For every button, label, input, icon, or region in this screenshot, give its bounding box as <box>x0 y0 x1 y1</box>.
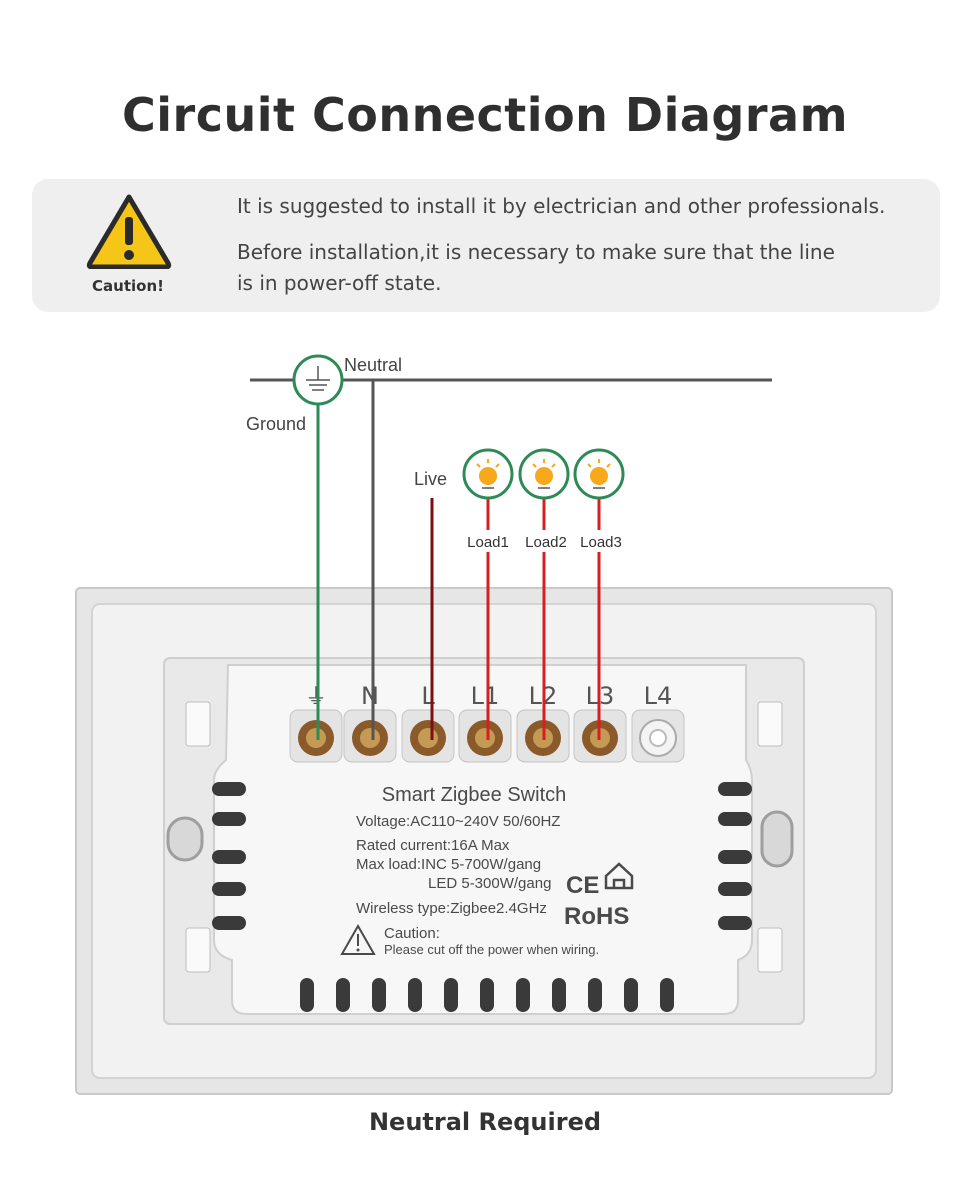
caution-text-1: It is suggested to install it by electri… <box>237 194 886 218</box>
caution-box: Caution! It is suggested to install it b… <box>32 179 940 312</box>
plate-caution-title: Caution: <box>384 925 440 942</box>
terminal-label-n: N <box>361 682 379 710</box>
plate-rohs: RoHS <box>564 903 629 930</box>
wiring-diagram: Neutral Ground Live <box>75 354 893 1095</box>
bulb-icon <box>462 448 514 500</box>
label-plate: Smart Zigbee Switch Voltage:AC110~240V 5… <box>340 784 634 957</box>
load1-label: Load1 <box>467 534 509 551</box>
caution-label: Caution! <box>92 277 164 295</box>
plate-caution-text: Please cut off the power when wiring. <box>384 942 599 957</box>
house-icon <box>604 862 634 890</box>
footer-label: Neutral Required <box>368 1108 602 1136</box>
live-label: Live <box>414 469 447 489</box>
plate-voltage: Voltage:AC110~240V 50/60HZ <box>356 813 560 830</box>
load2-label: Load2 <box>525 534 567 551</box>
plate-title: Smart Zigbee Switch <box>382 784 567 806</box>
bulb-icon <box>573 448 625 500</box>
plate-max-load: Max load:INC 5-700W/gang <box>356 856 541 873</box>
plate-current: Rated current:16A Max <box>356 837 510 854</box>
plate-wireless: Wireless type:Zigbee2.4GHz <box>356 900 547 917</box>
ground-symbol-icon <box>292 354 344 406</box>
terminal-screws <box>289 709 685 763</box>
warning-icon <box>340 923 376 955</box>
terminal-label-l1: L1 <box>471 682 500 710</box>
ground-label: Ground <box>246 414 306 434</box>
terminal-label-l4: L4 <box>644 682 673 710</box>
load3-label: Load3 <box>580 534 622 551</box>
plate-led: LED 5-300W/gang <box>428 875 551 892</box>
terminal-label-ground: ⏚ <box>305 685 327 710</box>
ce-mark-icon: CE <box>566 872 599 899</box>
warning-icon <box>86 194 172 269</box>
bulb-icon <box>518 448 570 500</box>
neutral-label: Neutral <box>344 355 402 375</box>
caution-text-2: Before installation,it is necessary to m… <box>237 240 835 295</box>
page-title: Circuit Connection Diagram <box>121 88 849 142</box>
